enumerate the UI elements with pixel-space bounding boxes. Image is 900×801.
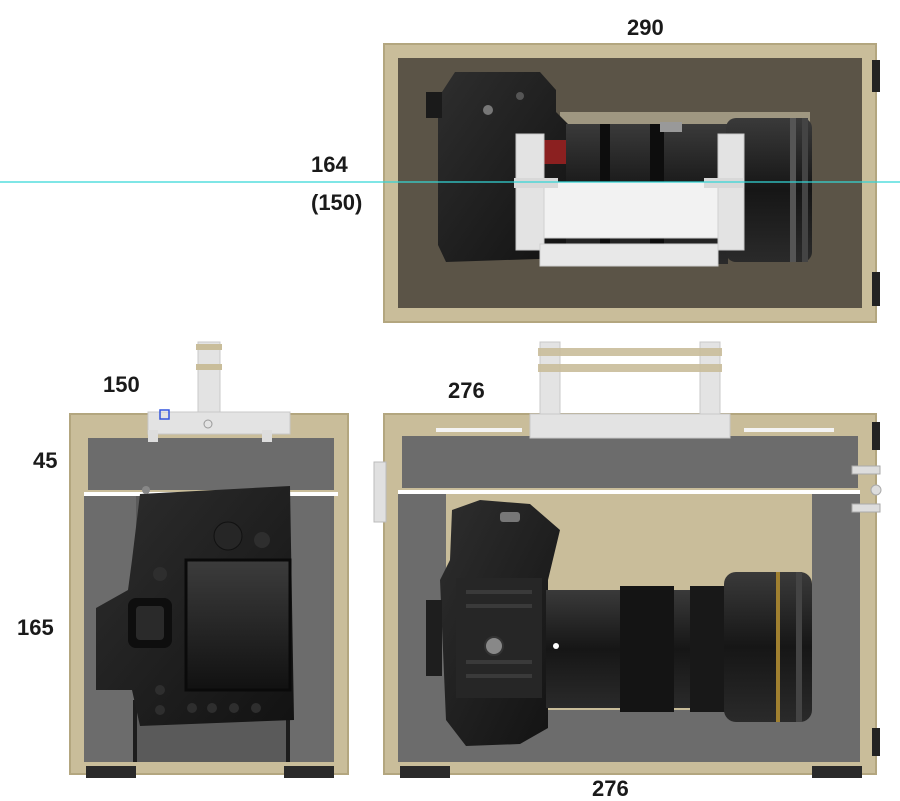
front-foot-left <box>400 766 450 778</box>
front-width-label: 276 <box>448 378 485 403</box>
latch-bottom-right <box>872 272 880 306</box>
top-height-alt-label: (150) <box>311 190 363 215</box>
foot-right <box>284 766 334 778</box>
top-width-label: 290 <box>627 15 664 40</box>
side-width-label: 150 <box>103 372 140 397</box>
top-view-bracket <box>514 133 745 267</box>
side-upper-height-label: 45 <box>33 448 58 473</box>
side-knob-icon <box>851 465 882 513</box>
side-lower-height-label: 165 <box>17 615 54 640</box>
camera-bottom-view-icon <box>426 500 812 746</box>
top-height-label: 164 <box>311 152 348 177</box>
front-foot-right <box>812 766 862 778</box>
latch-top-right <box>872 60 880 92</box>
front-view-handle <box>436 341 834 439</box>
selection-marker[interactable] <box>159 409 170 420</box>
foot-left <box>86 766 136 778</box>
latch-front-top <box>872 422 880 450</box>
camera-rear-view-icon <box>96 486 294 726</box>
front-bottom-width-label: 276 <box>592 776 629 801</box>
latch-front-bottom <box>872 728 880 756</box>
side-view-handle <box>147 341 291 442</box>
